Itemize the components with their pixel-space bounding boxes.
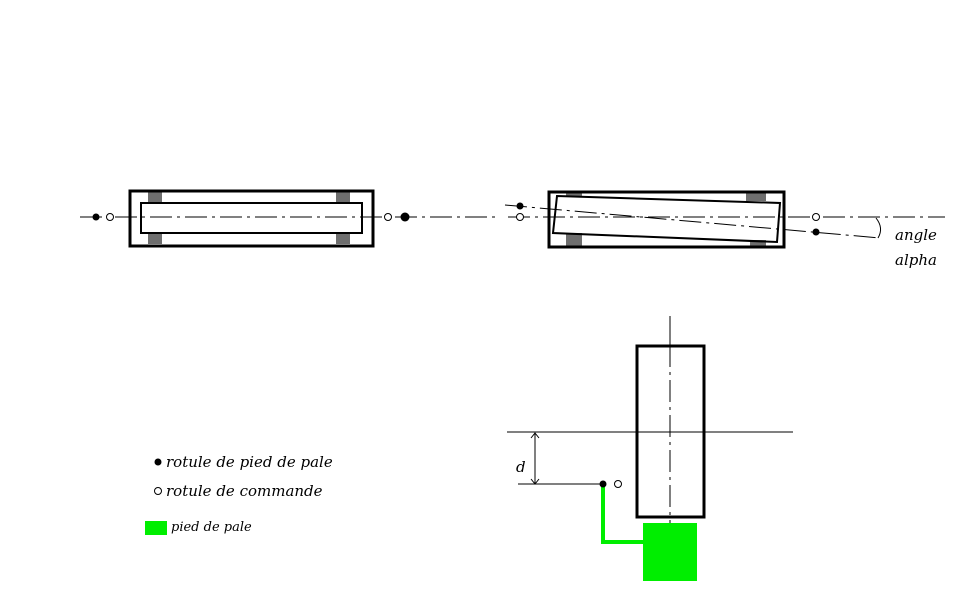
legend-label: rotule de pied de pale	[166, 453, 333, 471]
alpha-label: alpha	[895, 251, 937, 269]
angle-arc	[875, 217, 882, 239]
angle-label: angle	[895, 226, 937, 244]
green-rect-icon	[145, 521, 167, 535]
blade-spar	[140, 202, 363, 234]
pad	[566, 233, 582, 246]
pad	[750, 240, 766, 246]
dimension-arrows	[530, 432, 540, 485]
control-joint-icon	[106, 213, 114, 221]
tilted-assembly: angle alpha	[504, 190, 945, 269]
outer-housing	[128, 189, 375, 248]
blade-root-joint-icon	[400, 212, 410, 222]
blade-root-joint-icon	[812, 228, 820, 236]
pad	[148, 234, 162, 244]
legend: rotule de pied de pale rotule de command…	[145, 453, 333, 535]
control-joint-icon	[812, 213, 820, 221]
pad	[148, 192, 162, 202]
blade-root	[643, 523, 697, 581]
pad	[336, 192, 350, 202]
open-circle-icon	[154, 487, 162, 495]
pad	[336, 234, 350, 244]
blade-root-joint-icon	[599, 480, 607, 488]
outer-housing	[547, 190, 786, 249]
tilted-axis	[504, 204, 881, 239]
blade-root-joint-icon	[516, 202, 524, 210]
legend-label: rotule de commande	[166, 482, 323, 500]
legend-label: pied de pale	[171, 520, 252, 535]
offset-view: d	[507, 316, 793, 581]
control-joint-icon	[384, 213, 392, 221]
blade-root-joint-icon	[92, 213, 100, 221]
filled-circle-icon	[154, 458, 162, 466]
control-joint-icon	[614, 480, 622, 488]
aligned-assembly	[80, 189, 500, 248]
blade-root-link	[601, 484, 644, 544]
pad	[566, 193, 582, 197]
pad	[746, 193, 766, 201]
blade-spar-tilted	[551, 194, 782, 244]
control-joint-icon	[516, 213, 524, 221]
distance-label: d	[516, 458, 526, 476]
